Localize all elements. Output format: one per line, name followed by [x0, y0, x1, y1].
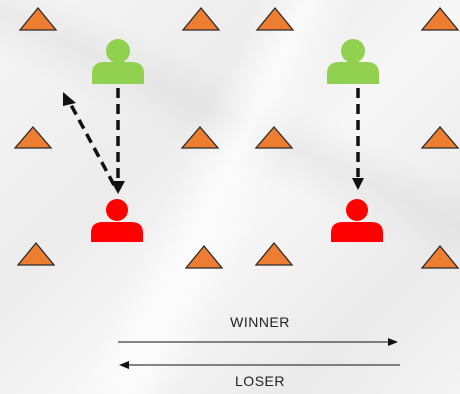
winner-direction-arrow [118, 338, 398, 346]
run-arrow-left-diagonal [63, 92, 116, 186]
run-arrow-left-down [111, 88, 125, 194]
cone-icon [420, 244, 460, 269]
cone-icon [255, 6, 295, 31]
winner-label: WINNER [230, 314, 290, 330]
cone-icon [420, 126, 460, 149]
loser-player-right [331, 199, 383, 242]
cone-icon [13, 126, 53, 149]
cone-icon [420, 6, 460, 31]
cone-icon [254, 126, 294, 149]
run-arrow-right-down [352, 88, 364, 190]
loser-label: LOSER [235, 373, 285, 389]
cone-icon [18, 6, 58, 31]
winner-player-right [327, 39, 379, 84]
cone-icon [180, 126, 220, 149]
cone-icon [184, 244, 224, 269]
cone-icon [181, 6, 221, 31]
loser-direction-arrow [119, 361, 400, 369]
cone-icon [16, 241, 56, 266]
winner-player-left [92, 39, 144, 84]
cone-icon [254, 241, 294, 266]
loser-player-left [91, 199, 143, 242]
